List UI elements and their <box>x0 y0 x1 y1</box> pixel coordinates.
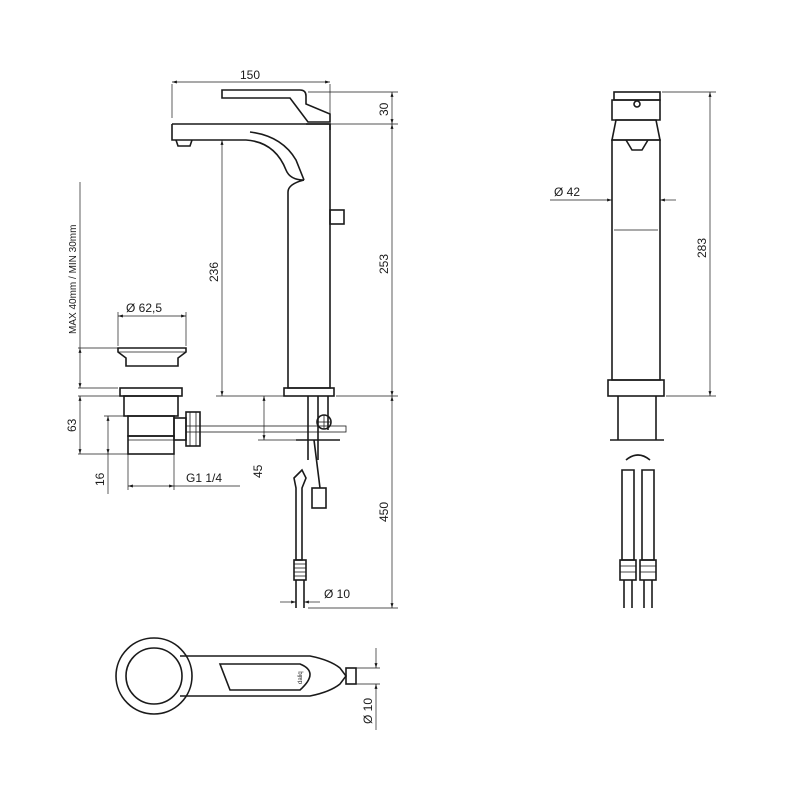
dim-450: 450 <box>377 502 391 522</box>
dim-diam-10-plan: Ø 10 <box>361 698 375 724</box>
dim-max-min: MAX 40mm / MIN 30mm <box>68 225 79 334</box>
logo-label: daliq <box>298 671 304 684</box>
dim-diam-10-bottom: Ø 10 <box>324 587 350 601</box>
dim-63: 63 <box>65 418 79 432</box>
dim-diam-42: Ø 42 <box>554 185 580 199</box>
dim-253: 253 <box>377 254 391 274</box>
dimension-labels: 150 30 253 236 450 45 Ø 10 Ø 42 283 Ø 62… <box>65 68 709 724</box>
dim-30: 30 <box>377 102 391 116</box>
side-view <box>607 91 665 608</box>
dim-16: 16 <box>93 472 107 486</box>
dim-45: 45 <box>251 464 265 478</box>
dimension-lines <box>78 80 716 730</box>
popup-waste <box>117 347 201 455</box>
plan-view: daliq <box>115 637 357 715</box>
dim-g1-1-4: G1 1/4 <box>186 471 222 485</box>
dim-150: 150 <box>240 68 260 82</box>
dim-diam-62-5: Ø 62,5 <box>126 301 162 315</box>
front-view <box>171 89 347 608</box>
dim-283: 283 <box>695 238 709 258</box>
dim-236: 236 <box>207 262 221 282</box>
